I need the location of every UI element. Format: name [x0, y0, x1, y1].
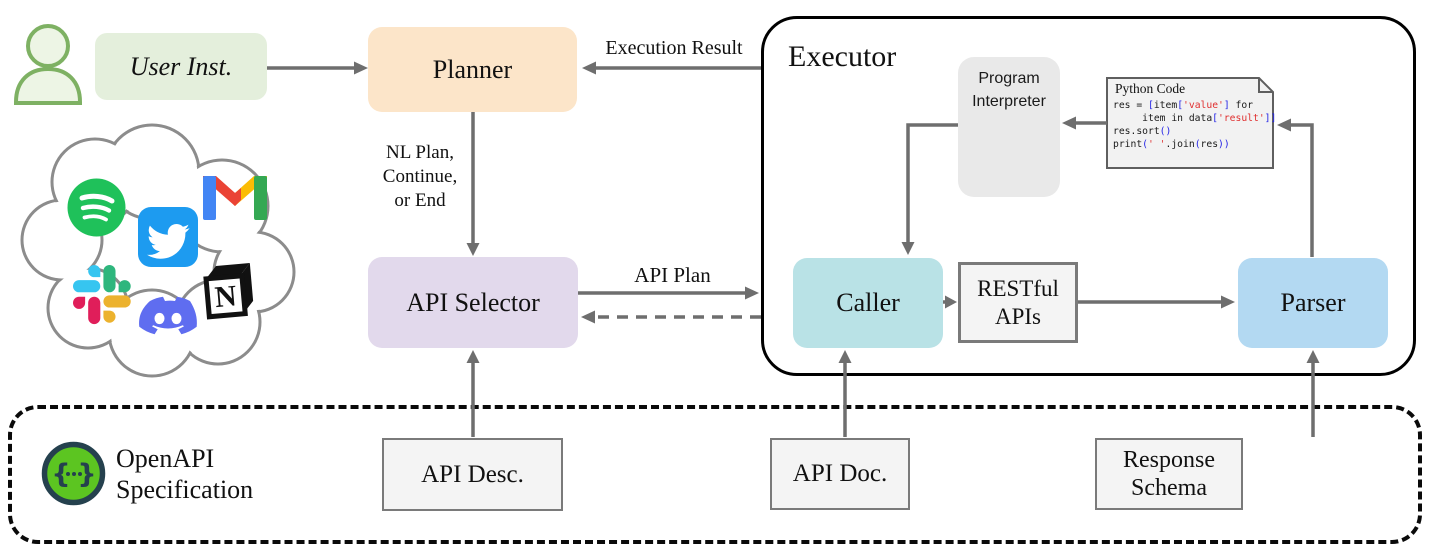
nl-plan-label: NL Plan, Continue, or End [372, 141, 468, 213]
parser-box: Parser [1238, 258, 1388, 348]
planner-box: Planner [368, 27, 577, 112]
openapi-spec-line1: OpenAPI [116, 444, 215, 473]
nl-plan-line1: NL Plan, [386, 142, 454, 163]
apps-cloud [20, 123, 296, 378]
notion-icon: N [203, 262, 254, 320]
restful-line1: RESTful [977, 276, 1059, 302]
nl-plan-line2: Continue, [382, 166, 458, 187]
user-inst-box: User Inst. [95, 33, 267, 100]
caller-box: Caller [793, 258, 943, 348]
api-plan-label: API Plan [634, 263, 711, 287]
twitter-icon [138, 207, 198, 267]
slack-icon [73, 265, 131, 325]
openapi-spec-line2: Specification [116, 475, 254, 504]
executor-title: Executor [788, 40, 897, 73]
nl-plan-line3: or End [394, 190, 446, 211]
api-doc-box: API Doc. [770, 438, 910, 510]
execution-result-label: Execution Result [605, 37, 743, 59]
python-code-title: Python Code [1115, 81, 1186, 96]
restful-apis-box: RESTful APIs [958, 262, 1078, 343]
python-code-lines: res = [item['value'] for item in data['r… [1113, 100, 1277, 150]
spotify-icon [67, 178, 126, 237]
response-schema-line2: Schema [1131, 475, 1207, 501]
interpreter-label-line1: Program [978, 70, 1040, 87]
api-selector-box: API Selector [368, 257, 578, 348]
discord-icon [139, 296, 197, 335]
interpreter-label-line2: Interpreter [972, 93, 1046, 110]
program-interpreter-box: Program Interpreter [958, 57, 1060, 197]
user-icon [14, 24, 82, 105]
response-schema-line1: Response [1123, 446, 1215, 473]
openapi-spec-label: OpenAPI Specification [116, 443, 326, 505]
response-schema-box: Response Schema [1095, 438, 1243, 510]
gmail-icon [203, 176, 267, 220]
api-desc-box: API Desc. [382, 438, 563, 511]
python-code-content: Python Code res = [item['value'] for ite… [1113, 81, 1277, 151]
svg-text:N: N [213, 279, 238, 314]
restful-line2: APIs [994, 303, 1041, 329]
